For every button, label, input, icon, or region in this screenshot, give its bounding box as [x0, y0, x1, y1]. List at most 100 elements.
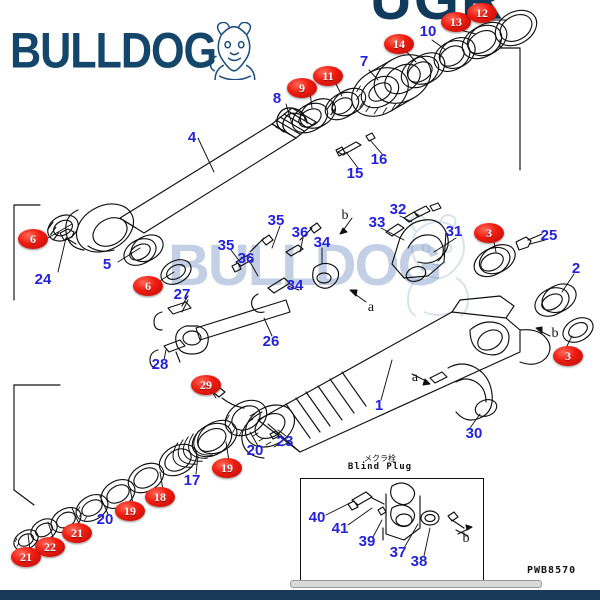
callout-blue-35[interactable]: 35: [218, 237, 235, 255]
callout-red-3[interactable]: 3: [474, 223, 504, 243]
callout-blue-39[interactable]: 39: [359, 533, 376, 551]
callout-number: 17: [183, 472, 201, 489]
callout-red-13[interactable]: 13: [441, 12, 471, 32]
callout-number: 5: [102, 256, 112, 273]
blind-plug-inset-box: [300, 478, 484, 582]
callout-blue-7[interactable]: 7: [360, 53, 368, 71]
callout-number: 3: [565, 349, 571, 363]
callout-number: 36: [237, 250, 255, 267]
callout-blue-38[interactable]: 38: [411, 553, 428, 571]
callout-bubble: 11: [313, 66, 343, 86]
callout-blue-5[interactable]: 5: [103, 256, 111, 274]
callout-number: 15: [346, 165, 364, 182]
callout-letter-b: b: [552, 324, 559, 342]
blind-plug-label-en: Blind Plug: [347, 462, 413, 473]
callout-number: 25: [540, 227, 558, 244]
callout-blue-24[interactable]: 24: [35, 271, 52, 289]
callout-number: 26: [262, 333, 280, 350]
callout-number: 20: [246, 442, 264, 459]
callout-red-6[interactable]: 6: [133, 276, 163, 296]
callout-number: 13: [450, 15, 462, 29]
callout-blue-8[interactable]: 8: [273, 90, 281, 108]
callout-bubble: 21: [11, 547, 41, 567]
callout-number: 18: [154, 490, 166, 504]
callout-bubble: 13: [441, 12, 471, 32]
scrollbar-stub[interactable]: [290, 580, 542, 588]
callout-red-22[interactable]: 22: [35, 537, 65, 557]
callout-blue-34[interactable]: 34: [314, 234, 331, 252]
callout-number: 19: [124, 504, 136, 518]
callout-red-6[interactable]: 6: [18, 229, 48, 249]
callout-blue-28[interactable]: 28: [152, 356, 169, 374]
callout-letter-a: a: [368, 298, 374, 316]
callout-red-21[interactable]: 21: [11, 547, 41, 567]
callout-red-19[interactable]: 19: [115, 501, 145, 521]
callout-blue-35[interactable]: 35: [268, 212, 285, 230]
callout-number: 21: [20, 550, 32, 564]
callout-red-11[interactable]: 11: [313, 66, 343, 86]
callout-number: 1: [374, 397, 384, 414]
callout-bubble: 22: [35, 537, 65, 557]
callout-number: 35: [267, 212, 285, 229]
callout-blue-36[interactable]: 36: [292, 224, 309, 242]
callout-letter: b: [551, 326, 559, 341]
callout-blue-17[interactable]: 17: [184, 472, 201, 490]
callout-bubble: 12: [467, 3, 497, 23]
callout-number: 20: [96, 511, 114, 528]
callout-red-14[interactable]: 14: [384, 34, 414, 54]
callout-letter: b: [462, 531, 470, 546]
callout-blue-25[interactable]: 25: [541, 227, 558, 245]
callout-letter: a: [411, 370, 419, 385]
callout-red-9[interactable]: 9: [287, 78, 317, 98]
callout-bubble: 6: [133, 276, 163, 296]
callout-blue-23[interactable]: 23: [277, 433, 294, 451]
callout-blue-32[interactable]: 32: [390, 201, 407, 219]
callout-bubble: 3: [553, 346, 583, 366]
callout-blue-10[interactable]: 10: [420, 23, 437, 41]
callout-bubble: 6: [18, 229, 48, 249]
callout-red-29[interactable]: 29: [191, 375, 221, 395]
callout-red-3[interactable]: 3: [553, 346, 583, 366]
callout-number: 3: [486, 226, 492, 240]
callout-blue-2[interactable]: 2: [572, 260, 580, 278]
callout-blue-31[interactable]: 31: [446, 223, 463, 241]
callout-red-21[interactable]: 21: [62, 523, 92, 543]
callout-number: 39: [358, 533, 376, 550]
callout-letter-b: b: [342, 206, 349, 224]
callout-blue-15[interactable]: 15: [347, 165, 364, 183]
callout-number: 11: [322, 69, 334, 83]
callout-red-12[interactable]: 12: [467, 3, 497, 23]
callout-blue-36[interactable]: 36: [238, 250, 255, 268]
callout-number: 21: [71, 526, 83, 540]
callout-blue-20[interactable]: 20: [247, 442, 264, 460]
callout-blue-30[interactable]: 30: [466, 425, 483, 443]
callout-blue-4[interactable]: 4: [188, 129, 196, 147]
callout-number: 16: [370, 151, 388, 168]
callout-number: 36: [291, 224, 309, 241]
callout-number: 9: [299, 81, 305, 95]
callout-number: 30: [465, 425, 483, 442]
callout-number: 28: [151, 356, 169, 373]
callout-blue-34[interactable]: 34: [287, 277, 304, 295]
callout-blue-16[interactable]: 16: [371, 151, 388, 169]
callout-number: 41: [331, 520, 349, 537]
callout-bubble: 19: [212, 458, 242, 478]
callout-bubble: 18: [145, 487, 175, 507]
callout-number: 24: [34, 271, 52, 288]
callout-blue-1[interactable]: 1: [375, 397, 383, 415]
callout-blue-33[interactable]: 33: [369, 214, 386, 232]
callout-blue-27[interactable]: 27: [174, 286, 191, 304]
blind-plug-label: メクラ栓 Blind Plug: [300, 454, 460, 473]
callout-blue-26[interactable]: 26: [263, 333, 280, 351]
callout-blue-40[interactable]: 40: [309, 509, 326, 527]
callout-number: 27: [173, 286, 191, 303]
callout-number: 14: [393, 37, 405, 51]
callout-blue-37[interactable]: 37: [390, 544, 407, 562]
callout-number: 23: [276, 433, 294, 450]
callout-red-18[interactable]: 18: [145, 487, 175, 507]
callout-red-19[interactable]: 19: [212, 458, 242, 478]
callout-blue-20[interactable]: 20: [97, 511, 114, 529]
callout-blue-41[interactable]: 41: [332, 520, 349, 538]
blind-plug-label-jp: メクラ栓: [364, 454, 396, 463]
